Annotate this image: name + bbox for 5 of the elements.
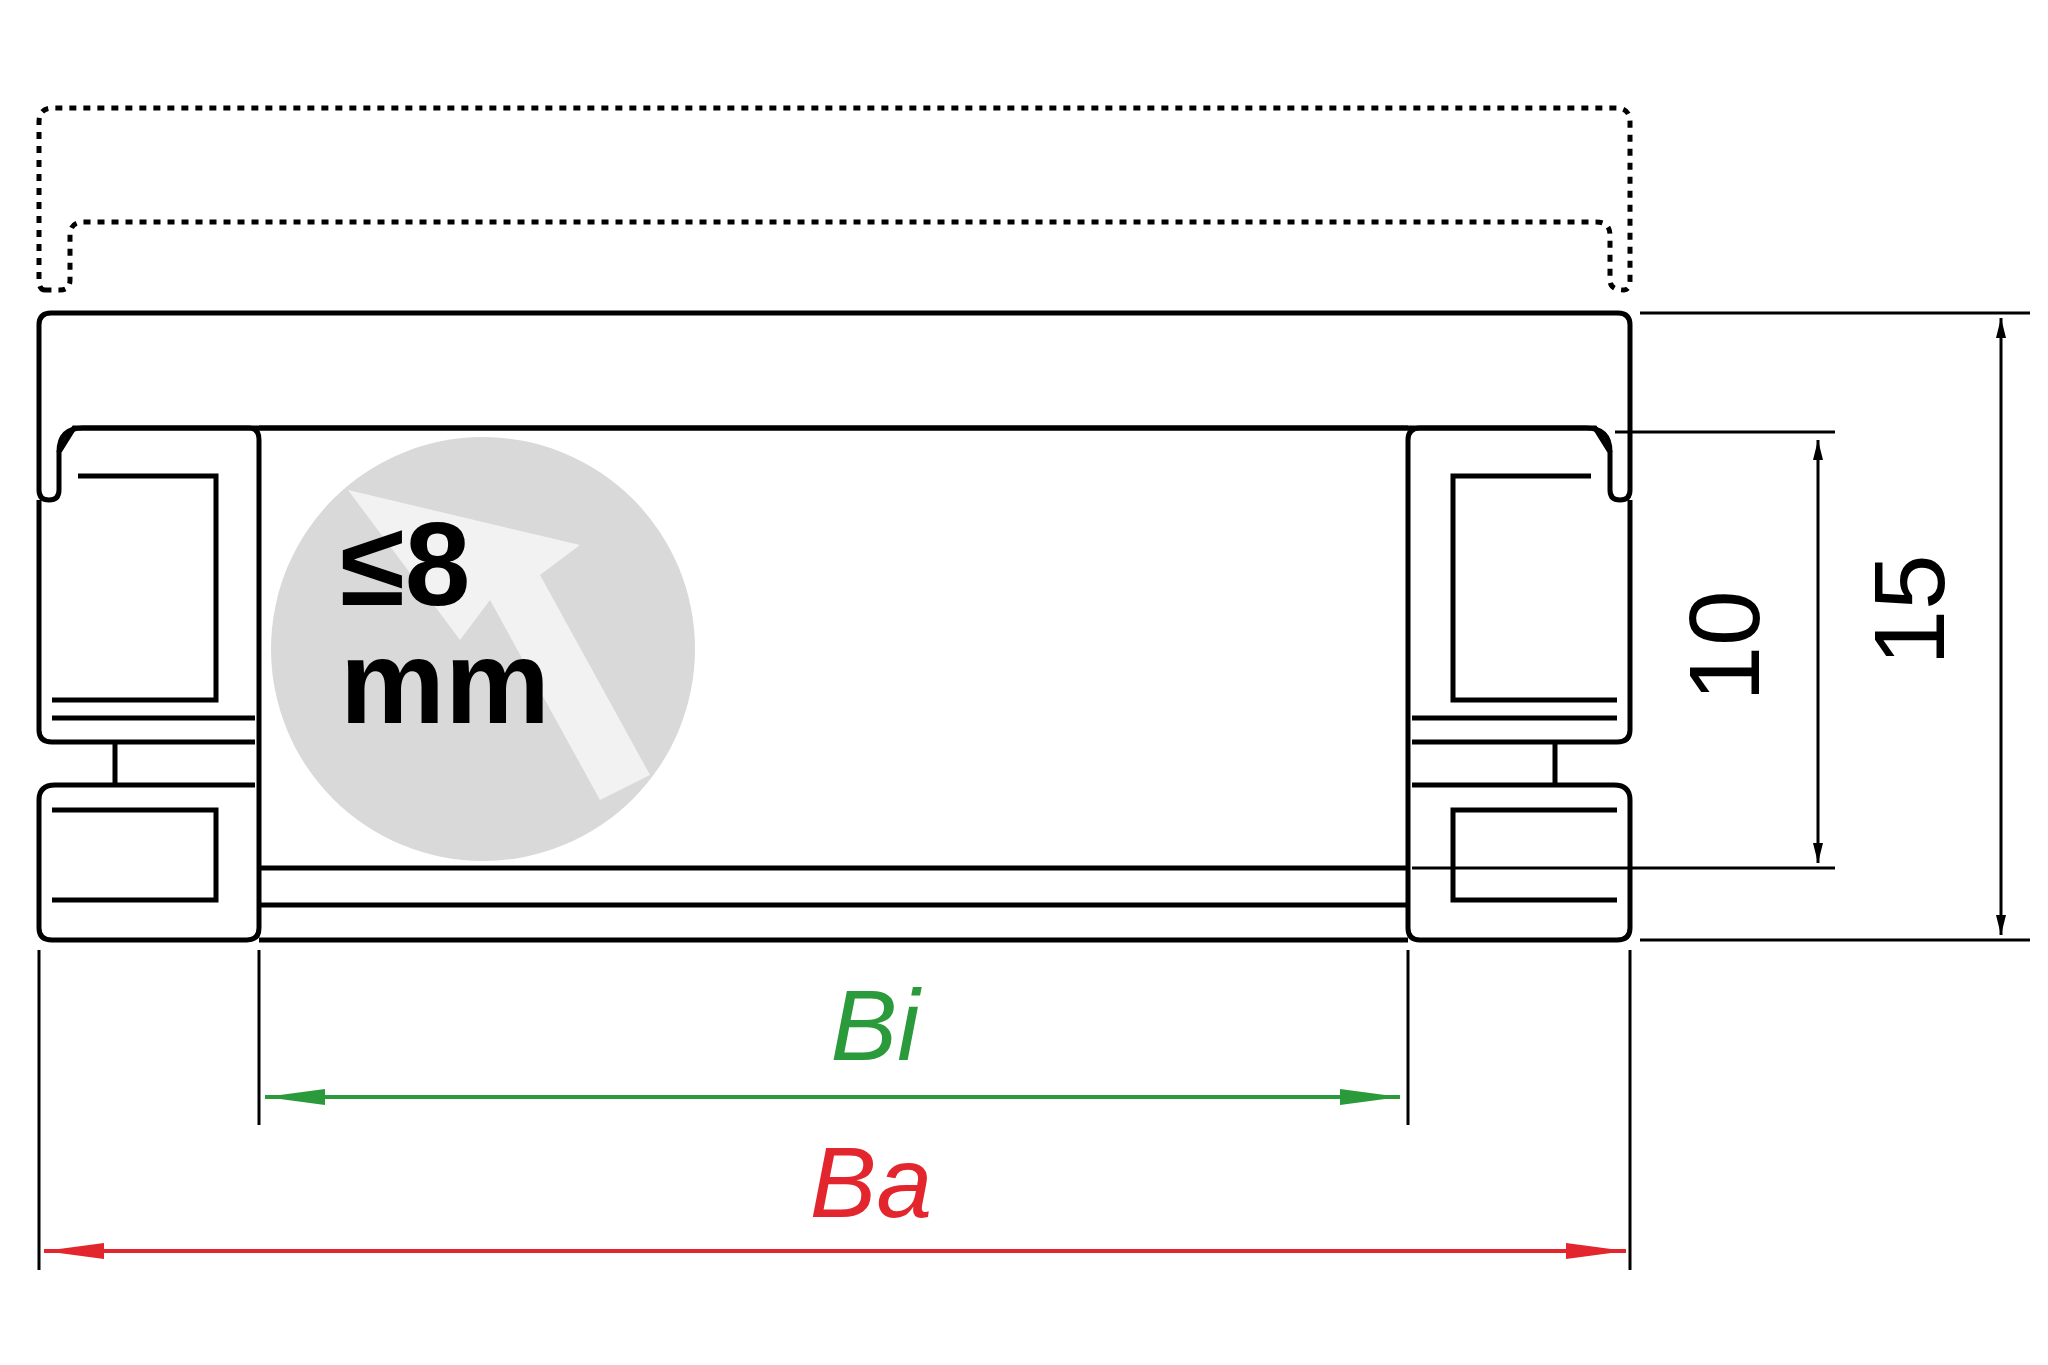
dimension-label: Bi: [830, 975, 920, 1075]
dimension-label: Ba: [809, 1132, 933, 1232]
diameter-label: ≤8 mm: [340, 505, 551, 741]
dimension-label: 15: [1859, 554, 1959, 666]
dimension-label: 10: [1674, 590, 1774, 702]
